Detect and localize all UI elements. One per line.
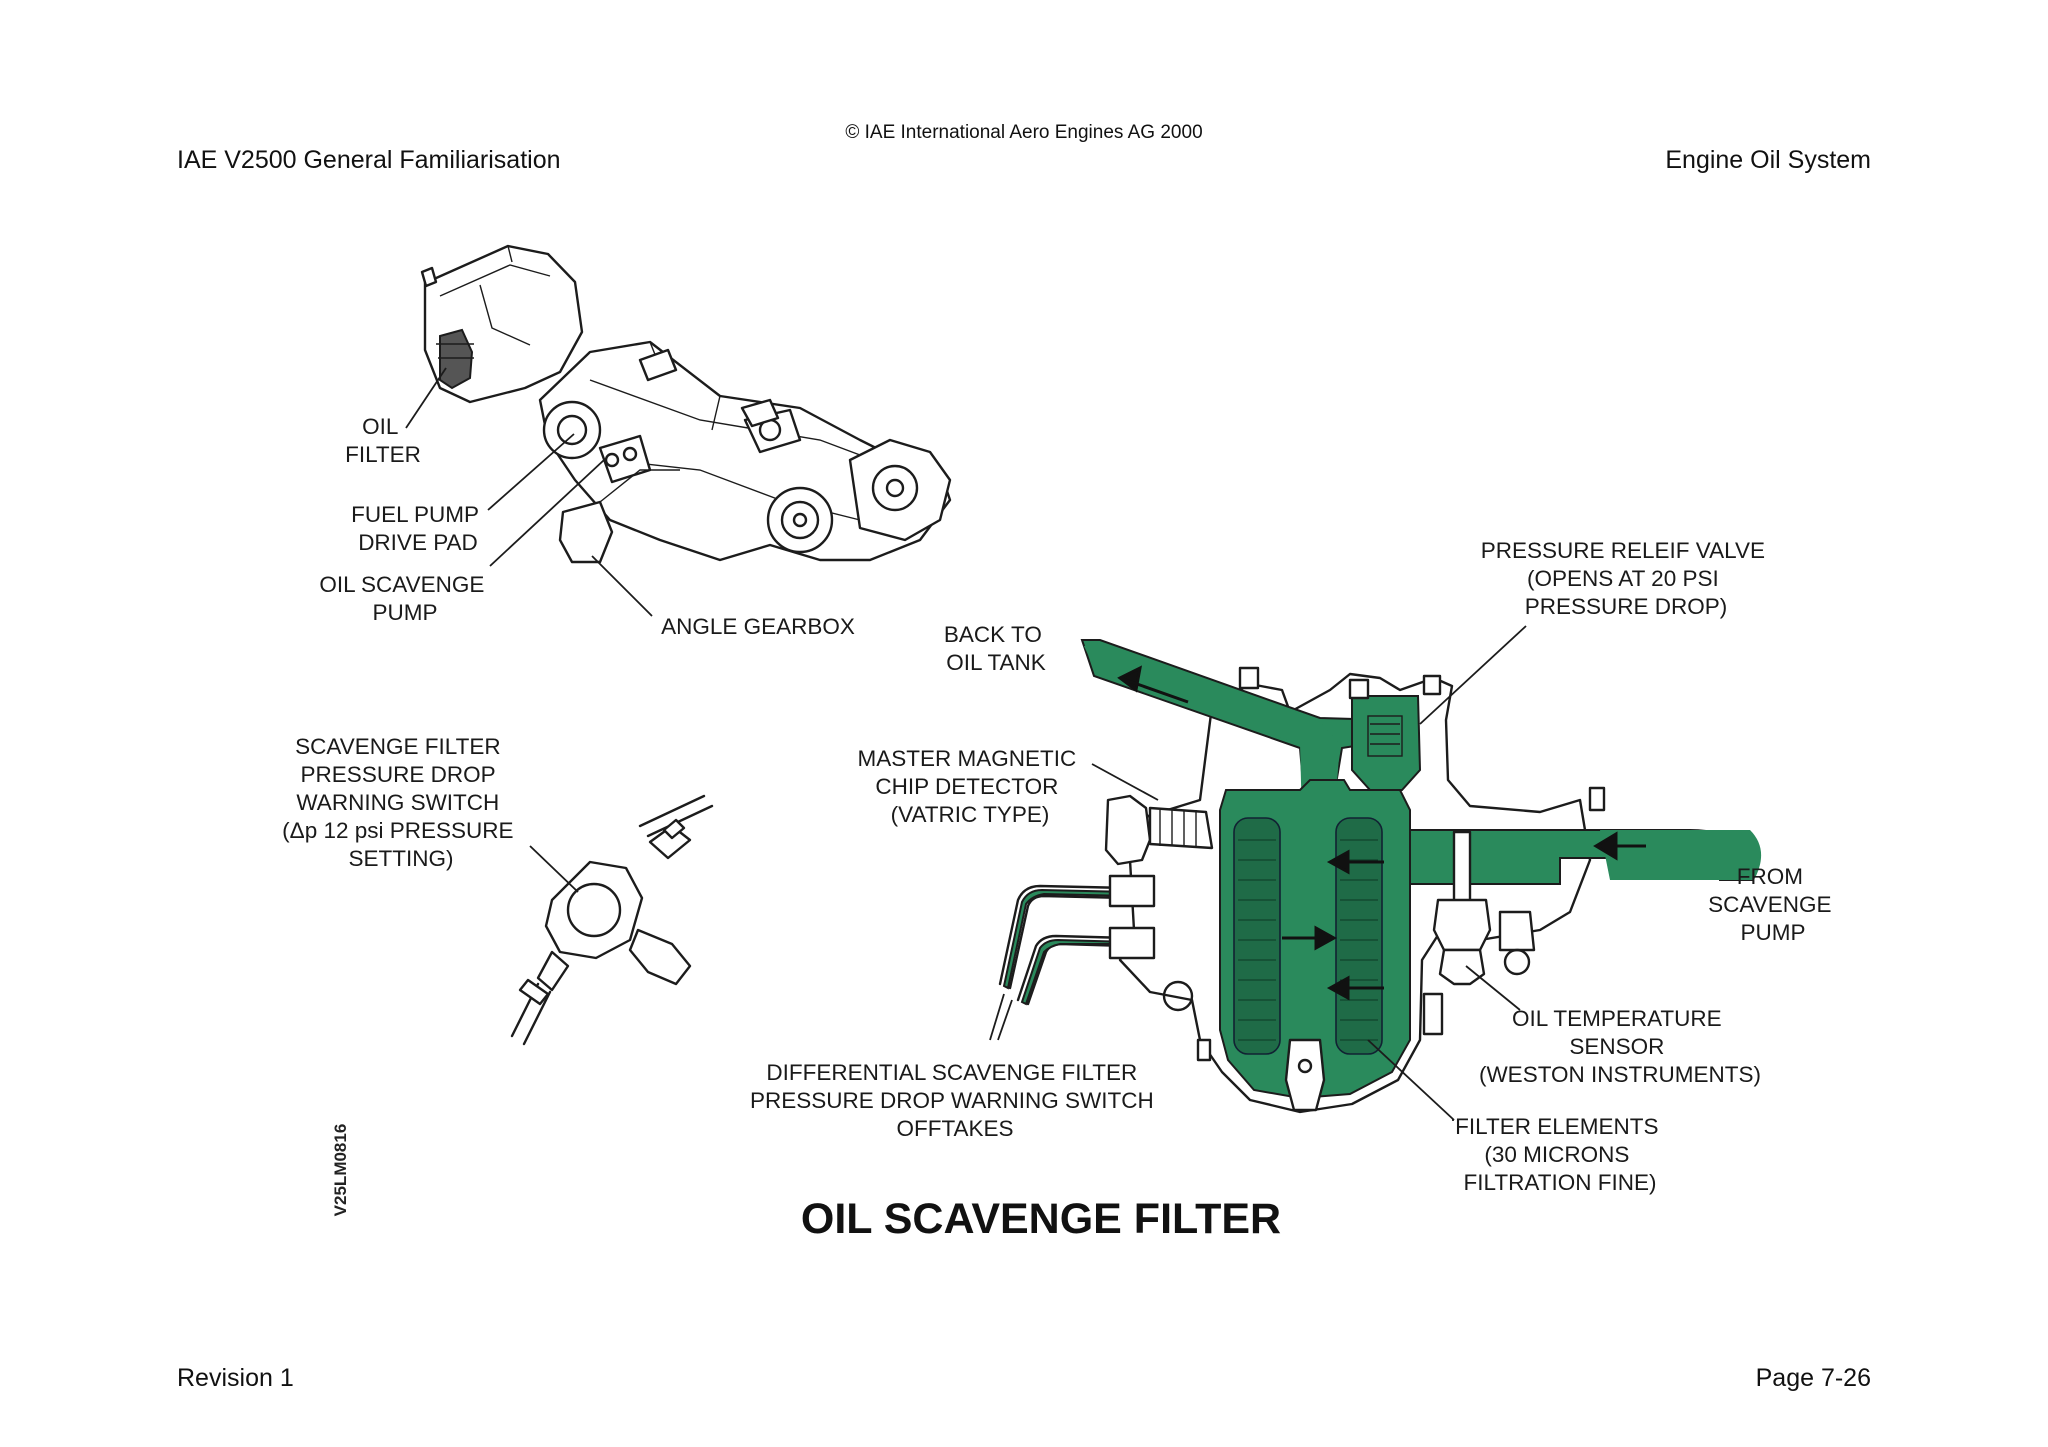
label-differential-switch-offtakes: DIFFERENTIAL SCAVENGE FILTER PRESSURE DR…	[750, 1060, 1160, 1141]
label-from-scavenge-pump: FROM SCAVENGE PUMP	[1708, 864, 1838, 945]
page-number: Page 7-26	[1755, 1364, 1871, 1392]
gearbox-leaders	[405, 367, 653, 617]
label-oil-scavenge-pump: OIL SCAVENGE PUMP	[319, 572, 490, 625]
label-oil-filter: OIL FILTER	[345, 414, 421, 467]
label-master-magnetic-chip-detector: MASTER MAGNETIC CHIP DETECTOR (VATRIC TY…	[857, 746, 1082, 827]
label-fuel-pump-drive-pad: FUEL PUMP DRIVE PAD	[351, 502, 485, 555]
document-title: IAE V2500 General Familiarisation	[177, 146, 561, 174]
gearbox-illustration	[420, 244, 952, 564]
copyright-notice: © IAE International Aero Engines AG 2000	[845, 122, 1203, 143]
label-filter-elements: FILTER ELEMENTS (30 MICRONS FILTRATION F…	[1455, 1114, 1665, 1195]
label-pressure-relief-valve: PRESSURE RELEIF VALVE (OPENS AT 20 PSI P…	[1481, 538, 1772, 619]
switch-leader	[529, 845, 579, 893]
filter-leaders	[989, 625, 1527, 1121]
label-scavenge-filter-warning-switch: SCAVENGE FILTER PRESSURE DROP WARNING SW…	[282, 734, 520, 871]
revision-label: Revision 1	[177, 1364, 294, 1392]
chapter-title: Engine Oil System	[1665, 146, 1871, 174]
label-oil-temperature-sensor: OIL TEMPERATURE SENSOR (WESTON INSTRUMEN…	[1479, 1006, 1761, 1087]
warning-switch-illustration	[510, 794, 714, 1046]
figure-title: OIL SCAVENGE FILTER	[801, 1195, 1281, 1243]
filter-cutaway	[998, 639, 1762, 1114]
figure-reference: V25LM0816	[331, 1124, 350, 1217]
label-back-to-oil-tank: BACK TO OIL TANK	[944, 622, 1048, 675]
label-angle-gearbox: ANGLE GEARBOX	[661, 614, 855, 639]
